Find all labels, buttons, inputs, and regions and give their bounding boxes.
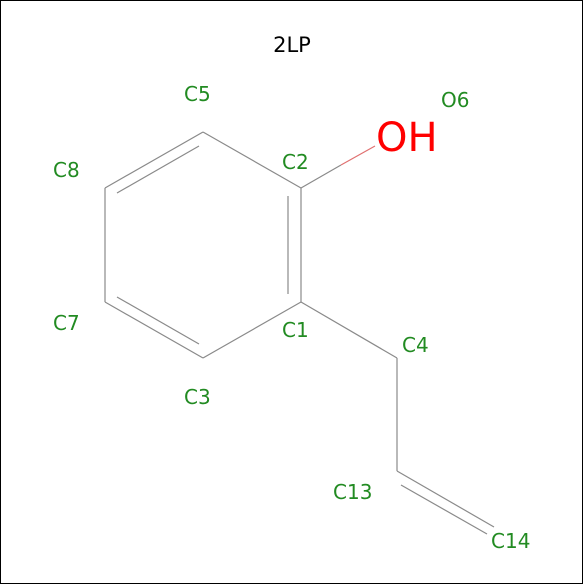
bond-c8-c5 — [104, 131, 204, 189]
hydroxyl-label: OH — [376, 115, 438, 161]
atom-label-c5: C5 — [184, 82, 211, 106]
atom-label-c8: C8 — [53, 158, 80, 182]
bond-c2-o6-b — [340, 145, 376, 166]
atom-label-c14: C14 — [491, 529, 530, 553]
bond-c13-c14-inner — [400, 484, 488, 535]
bond-c3-c7-inner — [116, 296, 200, 345]
atom-label-c4: C4 — [402, 333, 429, 357]
atom-label-o6: O6 — [441, 88, 469, 112]
atom-label-c13: C13 — [333, 480, 372, 504]
bond-c13-c14 — [396, 470, 495, 528]
atom-label-c2: C2 — [282, 150, 309, 174]
atom-label-c3: C3 — [184, 385, 211, 409]
atom-label-c7: C7 — [53, 311, 80, 335]
bond-c8-c5-inner — [116, 145, 200, 194]
bond-c3-c7 — [104, 301, 204, 359]
bond-c5-c2 — [202, 131, 302, 189]
bond-c2-o6-a — [300, 164, 342, 189]
atom-label-c1: C1 — [282, 318, 309, 342]
bond-c1-c3 — [202, 301, 302, 359]
bond-c1-c4 — [300, 301, 398, 359]
diagram-title: 2LP — [273, 33, 311, 57]
